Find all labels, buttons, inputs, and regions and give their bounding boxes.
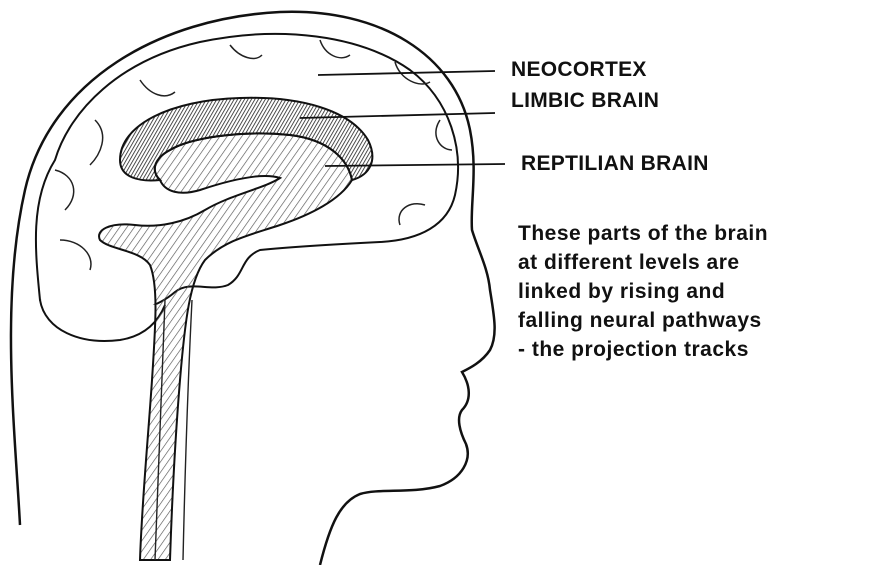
caption-line: linked by rising and bbox=[518, 277, 878, 306]
cerebellum-outline bbox=[40, 300, 165, 341]
caption-line: at different levels are bbox=[518, 248, 878, 277]
caption-line: - the projection tracks bbox=[518, 335, 878, 364]
caption-text: These parts of the brain at different le… bbox=[518, 219, 878, 364]
label-limbic-brain: LIMBIC BRAIN bbox=[511, 89, 659, 113]
label-neocortex: NEOCORTEX bbox=[511, 58, 647, 82]
caption-line: falling neural pathways bbox=[518, 306, 878, 335]
label-reptilian-brain: REPTILIAN BRAIN bbox=[521, 152, 709, 176]
caption-line: These parts of the brain bbox=[518, 219, 878, 248]
